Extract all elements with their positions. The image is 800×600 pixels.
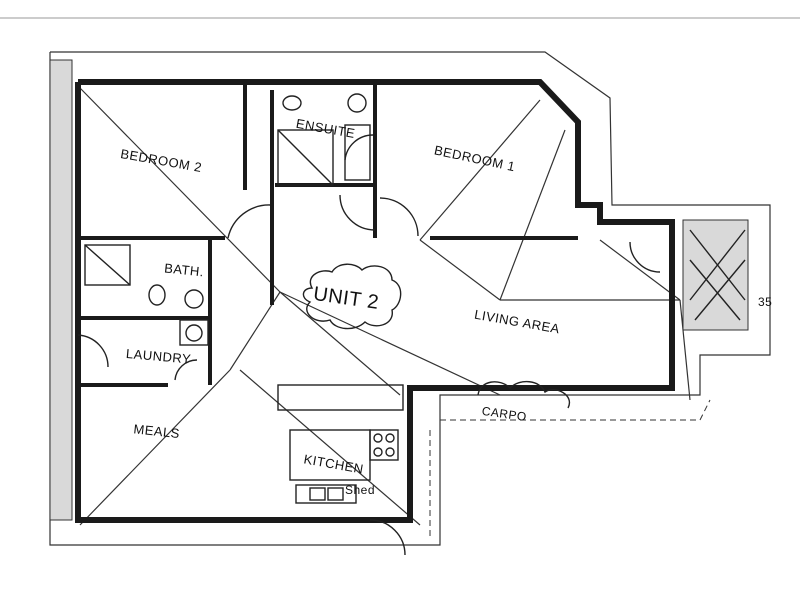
door-swings [77,134,661,556]
room-label-meals: MEALS [133,421,181,441]
room-label-bath: BATH. [164,260,205,279]
east-lattice [689,229,746,321]
shed-label: Shed [345,483,375,497]
unit-label: UNIT 2 [312,283,380,314]
roof-outline [49,51,771,546]
roof-hip-lines [79,87,691,526]
room-label-kitchen: KITCHEN [303,451,365,476]
east-hatch-area [682,219,749,331]
room-label-laundry: LAUNDRY [125,346,191,367]
room-label-bedroom1: BEDROOM 1 [433,142,517,174]
exterior-walls [75,79,675,523]
fixtures [84,93,404,504]
carport-outline [429,381,711,540]
west-wall-hatch [49,59,73,521]
room-label-ensuite: ENSUITE [295,116,357,141]
dimension-label: 35 [758,295,772,309]
room-label-living: LIVING AREA [473,307,561,337]
unit-cloud [302,263,402,330]
carport-label: CARPO [481,404,528,424]
